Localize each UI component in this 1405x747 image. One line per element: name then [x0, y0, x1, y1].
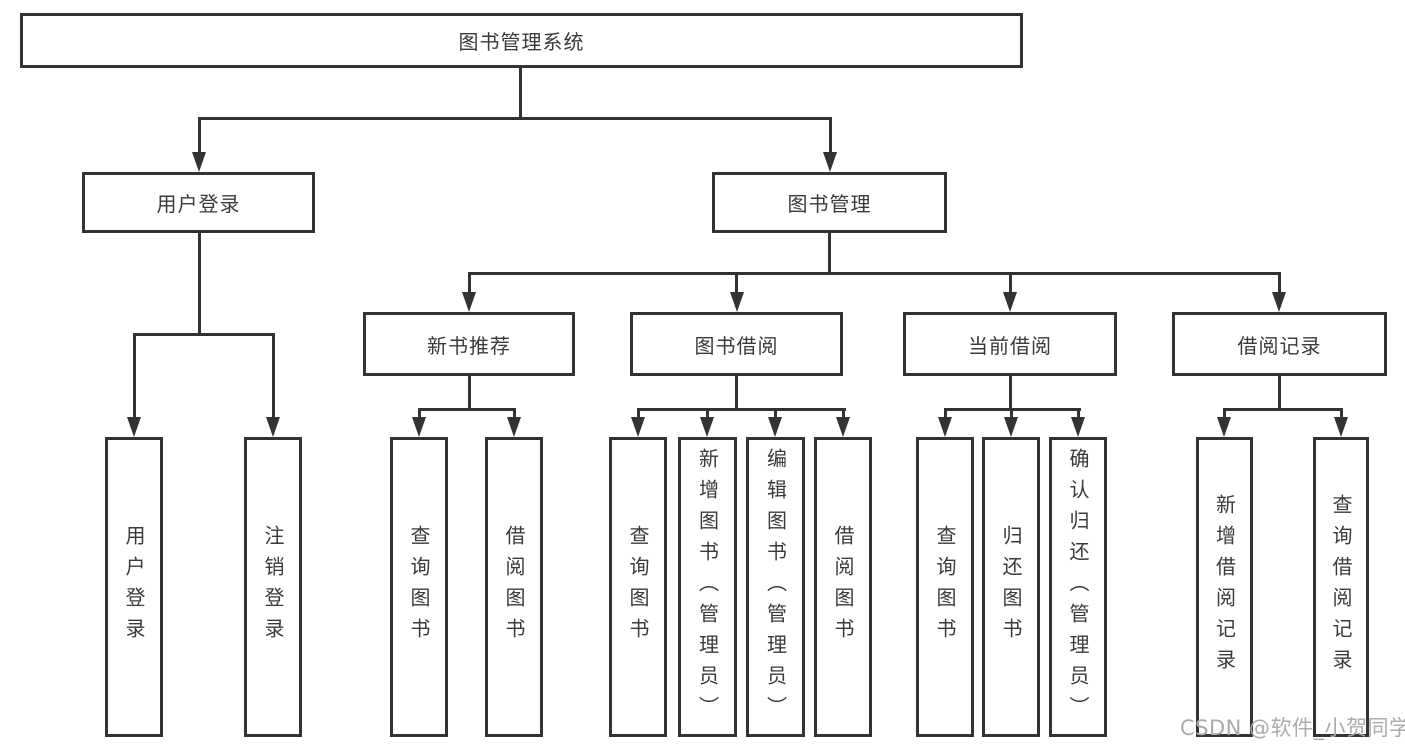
connector-records-vline [1278, 374, 1281, 411]
connector-borrowing-stub4 [842, 408, 845, 420]
arrow-borrowing-query [631, 417, 645, 437]
leaf-borrowing-add-books-admin: 新增图书（管理员） [678, 437, 737, 737]
arrow-current-confirm [1071, 417, 1085, 437]
connector-root-stub-left [198, 117, 201, 154]
leaf-current-return-books: 归还图书 [982, 437, 1040, 737]
connector-current-vline [1009, 374, 1012, 411]
connector-bookmgmt-rail [468, 272, 1281, 275]
connector-current-stub1 [944, 408, 947, 420]
arrow-current-return [1004, 417, 1018, 437]
leaf-records-add-record: 新增借阅记录 [1196, 437, 1253, 737]
connector-borrowing-stub3 [774, 408, 777, 420]
connector-bookmgmt-vline [828, 231, 831, 275]
arrow-borrowing-edit [768, 417, 782, 437]
connector-borrowing-rail [637, 408, 846, 411]
node-new-book-recommend: 新书推荐 [363, 312, 575, 376]
arrow-to-new-book-recommend [462, 292, 476, 312]
leaf-records-query-record: 查询借阅记录 [1313, 437, 1369, 737]
connector-bookmgmt-stub3 [1009, 272, 1012, 295]
csdn-watermark: CSDN @软件_小贺同学 [1180, 716, 1405, 740]
arrow-records-add [1217, 417, 1231, 437]
arrow-to-book-management [823, 152, 837, 172]
leaf-logout: 注销登录 [244, 437, 302, 737]
arrow-borrowing-add [700, 417, 714, 437]
leaf-borrowing-query-books: 查询图书 [609, 437, 667, 737]
node-book-management: 图书管理 [712, 172, 947, 233]
connector-newbook-stub1 [418, 408, 421, 420]
arrow-to-leaf-logout [266, 417, 280, 437]
leaf-borrowing-borrow-books: 借阅图书 [814, 437, 872, 737]
connector-borrowing-vline [735, 374, 738, 411]
leaf-newbook-query-books: 查询图书 [390, 437, 448, 737]
node-current-borrowing: 当前借阅 [903, 312, 1117, 376]
connector-newbook-vline [468, 374, 471, 411]
connector-bookmgmt-stub4 [1278, 272, 1281, 295]
connector-records-stub1 [1223, 408, 1226, 420]
arrow-to-book-borrowing [730, 292, 744, 312]
connector-borrowing-stub1 [637, 408, 640, 420]
connector-borrowing-stub2 [706, 408, 709, 420]
leaf-current-query-books: 查询图书 [916, 437, 974, 737]
arrow-borrowing-borrow [836, 417, 850, 437]
leaf-user-login: 用户登录 [105, 437, 163, 737]
arrow-to-current-borrowing [1003, 292, 1017, 312]
connector-newbook-rail [418, 408, 516, 411]
connector-records-rail [1223, 408, 1343, 411]
connector-current-stub2 [1010, 408, 1013, 420]
connector-userlogin-stub2 [272, 333, 275, 419]
node-library-management-system: 图书管理系统 [20, 13, 1023, 68]
connector-records-stub2 [1340, 408, 1343, 420]
node-book-borrowing: 图书借阅 [630, 312, 843, 376]
leaf-current-confirm-return-admin: 确认归还（管理员） [1049, 437, 1107, 737]
connector-bookmgmt-stub2 [735, 272, 738, 295]
connector-root-rail [198, 117, 832, 120]
arrow-to-leaf-user-login [127, 417, 141, 437]
arrow-to-borrowing-records [1272, 292, 1286, 312]
connector-root-stub-right [829, 117, 832, 154]
arrow-current-query [938, 417, 952, 437]
connector-newbook-stub2 [513, 408, 516, 420]
arrow-newbook-borrow [507, 417, 521, 437]
connector-current-stub3 [1077, 408, 1080, 420]
connector-userlogin-vline [198, 231, 201, 335]
connector-root-vline [519, 66, 522, 120]
leaf-newbook-borrow-books: 借阅图书 [485, 437, 543, 737]
arrow-newbook-query [412, 417, 426, 437]
connector-bookmgmt-stub1 [468, 272, 471, 295]
connector-userlogin-stub1 [133, 333, 136, 419]
connector-userlogin-rail [133, 333, 275, 336]
node-borrowing-records: 借阅记录 [1172, 312, 1387, 376]
arrow-to-user-login [192, 152, 206, 172]
leaf-borrowing-edit-books-admin: 编辑图书（管理员） [746, 437, 805, 737]
arrow-records-query [1334, 417, 1348, 437]
node-user-login: 用户登录 [82, 172, 315, 233]
